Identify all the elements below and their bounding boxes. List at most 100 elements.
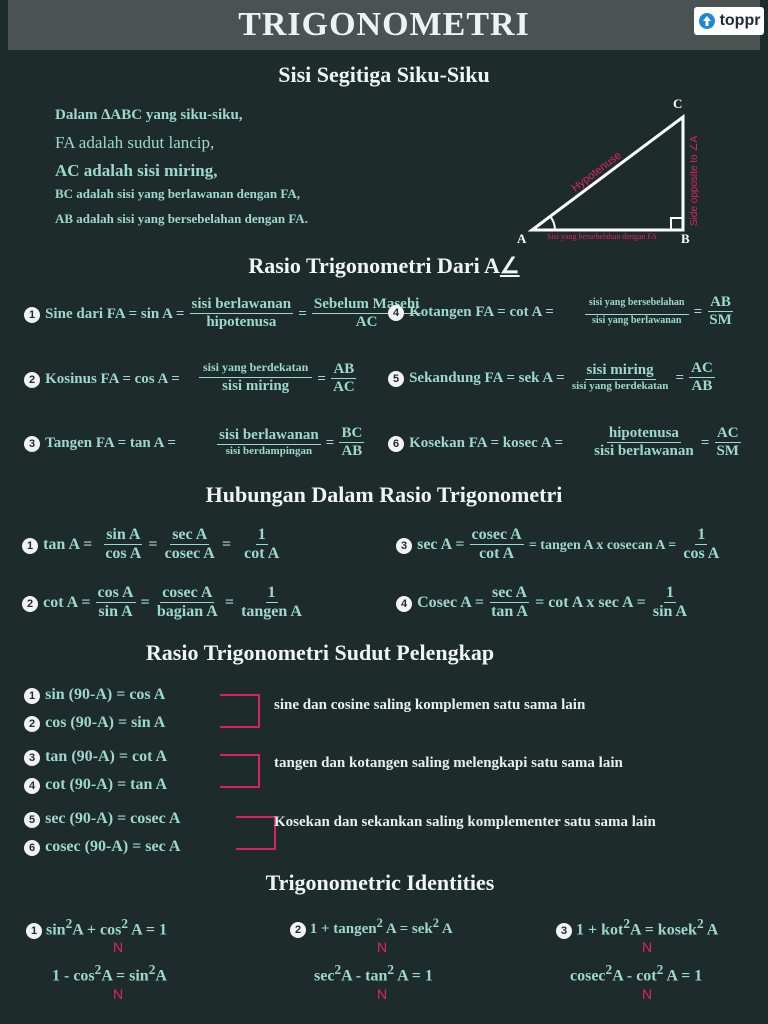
ratio-denominator: SM [709, 311, 732, 328]
relation-numerator: sec A [489, 584, 530, 603]
complement-note: sine dan cosine saling komplemen satu sa… [274, 697, 586, 713]
complement-formula: cot (90-A) = tan A [45, 776, 168, 793]
logo-text: toppr [719, 12, 761, 29]
identity-text: A = sek [382, 921, 433, 937]
ratio-numerator: sisi yang berdekatan [198, 360, 313, 379]
identity-text: sin [46, 921, 66, 939]
number-badge: 4 [388, 304, 404, 321]
number-badge: 4 [396, 595, 412, 612]
toppr-logo: toppr [694, 7, 764, 35]
identity-text: 1 + tangen [309, 921, 377, 937]
page-title: TRIGONOMETRI [238, 6, 530, 43]
ratio-denominator: sisi yang berdekatan [571, 379, 669, 392]
ratio-lhs: Sine dari FA = sin A = [45, 305, 185, 322]
ratio-denominator: AC [355, 313, 378, 330]
complement-formula: tan (90-A) = cot A [45, 748, 168, 765]
equals-sign: = [221, 535, 232, 553]
number-badge: 5 [388, 370, 404, 387]
number-badge: 1 [22, 537, 38, 554]
complement-formula: cosec (90-A) = sec A [45, 838, 181, 855]
exponent: 2 [148, 962, 156, 977]
ratio-lhs: Kosinus FA = cos A = [45, 370, 180, 387]
relation-lhs: sec A = [417, 535, 465, 553]
relation-middle-text: = cot A x sec A = [535, 593, 646, 611]
number-badge: 3 [396, 537, 412, 554]
number-badge: 1 [26, 923, 42, 940]
relation-numerator: cos A [95, 584, 136, 603]
adjacent-side-label: Sisi yang bersebelahan dengan FA [547, 232, 657, 241]
relation-denominator: cot A [479, 544, 515, 562]
relation-denominator: tangen A [241, 602, 302, 620]
identity-text: A = 1 [128, 921, 167, 939]
number-badge: 3 [24, 750, 40, 766]
n-mark: N [113, 939, 124, 955]
section-heading-relations: Hubungan Dalam Rasio Trigonometri [205, 482, 563, 507]
ratio-row-1: 1 Sine dari FA = sin A = sisi berlawanan… [24, 296, 422, 331]
equals-sign: = [224, 593, 234, 611]
identity-text: A [155, 967, 167, 985]
number-badge: 4 [24, 778, 40, 794]
right-triangle-diagram: A B C Hypotenuse Side opposite to ∠A Sis… [517, 96, 700, 246]
identity-text: A = sin [101, 967, 149, 985]
hypotenuse-label: Hypotenuse [570, 149, 624, 194]
exponent: 2 [432, 916, 439, 930]
number-badge: 2 [24, 371, 40, 388]
n-mark: N [377, 939, 388, 955]
number-badge: 1 [24, 688, 40, 704]
number-badge: 2 [24, 716, 40, 732]
section-heading-identities: Trigonometric Identities [265, 870, 495, 895]
relation-numerator: sec A [170, 526, 210, 545]
identity-text: A [703, 921, 719, 939]
identity-text: 1 - cos [52, 967, 95, 985]
bracket [220, 754, 260, 788]
exponent: 2 [334, 962, 342, 977]
relation-numerator: 1 [695, 526, 708, 545]
ratio-numerator: AC [689, 360, 715, 378]
equals-sign: = [317, 370, 326, 387]
complement-formula: cos (90-A) = sin A [45, 714, 166, 731]
number-badge: 2 [22, 595, 38, 612]
n-mark: N [642, 986, 653, 1002]
n-mark: N [377, 986, 388, 1002]
number-badge: 1 [24, 306, 40, 323]
ratio-lhs: Kotangen FA = cot A = [409, 303, 554, 320]
triangle-shape [527, 114, 685, 232]
opposite-side-label: Side opposite to ∠A [689, 136, 700, 226]
exponent: 2 [605, 962, 613, 977]
complement-group-3: 5 sec (90-A) = cosec A 6 cosec (90-A) = … [24, 808, 180, 864]
ratio-numerator: sisi miring [584, 362, 656, 380]
relation-numerator: 1 [663, 584, 676, 603]
ratio-denominator: sisi berlawanan [594, 442, 694, 459]
relation-middle-text: = tangen A x cosecan A = [528, 537, 677, 553]
complement-note: Kosekan dan sekankan saling komplementer… [274, 814, 656, 830]
ratio-numerator: sisi berlawanan [217, 427, 321, 445]
ratio-numerator: AB [331, 361, 357, 379]
equals-sign: = [675, 369, 685, 386]
complement-note: tangen dan kotangen saling melengkapi sa… [274, 755, 623, 771]
relation-denominator: sin A [98, 602, 133, 620]
identity-text: A = kosek [630, 921, 697, 939]
equals-sign: = [298, 305, 307, 322]
number-badge: 6 [388, 435, 404, 452]
right-angle-marker [670, 217, 684, 231]
relation-lhs: tan A = [43, 535, 93, 553]
identity-text: A = 1 [663, 967, 703, 985]
relation-lhs: Cosec A = [417, 593, 484, 611]
section-heading-ratios: Rasio Trigonometri Dari A∠ [0, 253, 768, 279]
relation-lhs: cot A = [43, 593, 91, 611]
section-heading-sides: Sisi Segitiga Siku-Siku [278, 62, 490, 87]
ratio-numerator: sisi berlawanan [189, 296, 294, 314]
complement-formula: sec (90-A) = cosec A [45, 810, 181, 827]
exponent: 2 [623, 916, 631, 931]
exponent: 2 [121, 916, 129, 931]
relation-denominator: cosec A [164, 544, 215, 562]
ratio-lhs: Kosekan FA = kosec A = [409, 434, 564, 451]
ratio-denominator: sisi berdampingan [225, 444, 313, 457]
complement-group-1: 1 sin (90-A) = cos A 2 cos (90-A) = sin … [24, 684, 165, 740]
relation-denominator: tan A [491, 602, 528, 620]
exponent: 2 [696, 916, 704, 931]
relation-denominator: sin A [652, 602, 688, 620]
identity-3-top: 3 1 + kot2A = kosek2 A [556, 916, 719, 940]
